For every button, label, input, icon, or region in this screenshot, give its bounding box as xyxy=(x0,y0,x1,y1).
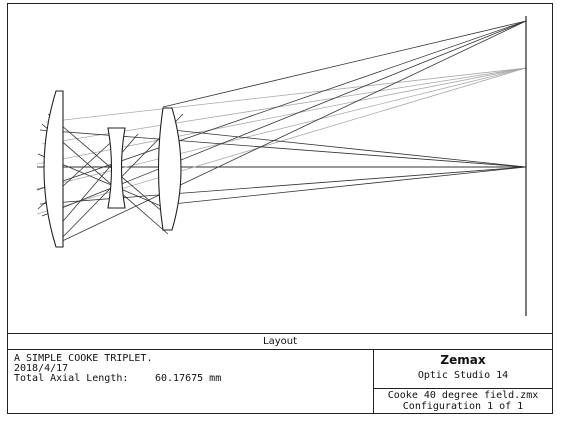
analysis-date: 2018/4/17 xyxy=(14,363,69,374)
file-name: Cooke 40 degree field.zmx xyxy=(387,390,539,401)
lens-3 xyxy=(157,107,182,231)
lens-1 xyxy=(43,90,64,248)
layout-window: Layout A SIMPLE COOKE TRIPLET. 2018/4/17… xyxy=(7,3,553,414)
ray-trace-diagram xyxy=(36,16,527,316)
product-name: Optic Studio 14 xyxy=(417,370,509,381)
ray xyxy=(162,128,527,168)
lens-description: A SIMPLE COOKE TRIPLET. xyxy=(14,353,153,364)
ray xyxy=(162,20,527,108)
brand-name: Zemax xyxy=(440,353,486,367)
panel-title: Layout xyxy=(8,334,552,350)
lens-info-cell: A SIMPLE COOKE TRIPLET. 2018/4/17 Total … xyxy=(8,350,374,414)
axial-length-label: Total Axial Length: xyxy=(14,373,129,384)
lens-2 xyxy=(107,127,126,209)
layout-plot xyxy=(8,4,552,334)
ray xyxy=(51,133,139,235)
info-panel: Layout A SIMPLE COOKE TRIPLET. 2018/4/17… xyxy=(8,333,552,414)
ray-fan-top xyxy=(36,20,527,245)
ray xyxy=(162,166,527,206)
axial-length-value: 60.17675 mm xyxy=(155,373,222,384)
file-info-cell: Cooke 40 degree field.zmx Configuration … xyxy=(374,389,552,414)
brand-cell: Zemax Optic Studio 14 xyxy=(374,350,552,389)
ray xyxy=(45,67,527,123)
configuration-label: Configuration 1 of 1 xyxy=(402,401,524,412)
ray xyxy=(36,20,527,191)
ray xyxy=(41,20,527,217)
ray xyxy=(55,20,527,245)
